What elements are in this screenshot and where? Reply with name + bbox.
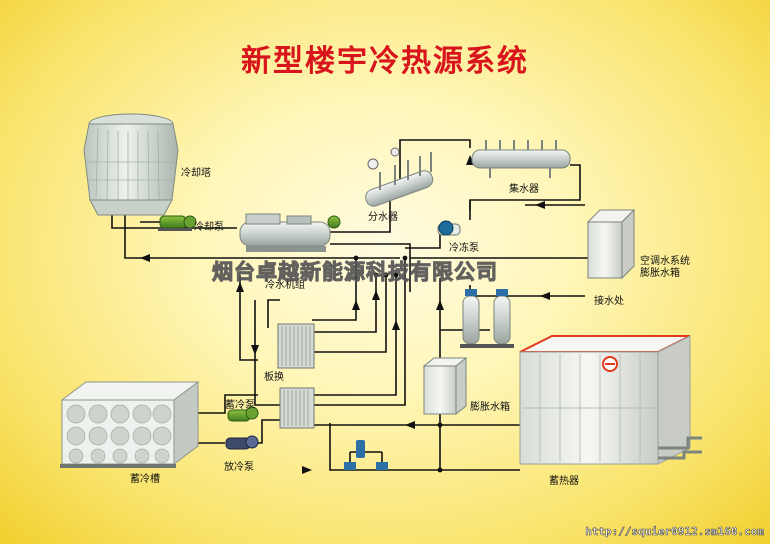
diagram-title: 新型楼宇冷热源系统 bbox=[241, 44, 529, 79]
pipe-pe2-b bbox=[312, 258, 406, 406]
label-water-distributor: 分水器 bbox=[368, 212, 398, 223]
pipe-bottom-return bbox=[329, 423, 520, 471]
pipe-water-inlet bbox=[469, 285, 585, 297]
junction-dot bbox=[437, 467, 443, 473]
pipe-cooling-supply bbox=[124, 215, 400, 259]
distributor-graphic bbox=[365, 147, 434, 207]
arrow-left bbox=[140, 254, 150, 262]
valve-graphic bbox=[344, 440, 388, 470]
label-chiller: 冷水机组 bbox=[265, 280, 305, 291]
label-water-collector: 集水器 bbox=[509, 184, 539, 195]
arrow-up bbox=[436, 300, 444, 310]
pipe-left-chiller bbox=[267, 299, 280, 328]
company-watermark: 烟台卓越新能源科技有限公司 bbox=[212, 260, 498, 285]
water-softener-graphic bbox=[460, 289, 514, 348]
junction-dot bbox=[373, 272, 379, 278]
cold-release-pump-graphic bbox=[225, 435, 259, 450]
pipe-cooling-return bbox=[111, 210, 237, 229]
cold-storage-tank-graphic bbox=[60, 381, 200, 468]
pipe-tank-to-coldpump bbox=[192, 394, 258, 414]
cooling-tower-graphic bbox=[83, 113, 179, 216]
cooling-pump-graphic bbox=[158, 215, 197, 231]
label-expansion-tank: 膨胀水箱 bbox=[470, 402, 510, 413]
junction-dot bbox=[402, 255, 408, 261]
arrow-left bbox=[405, 421, 415, 429]
plate-exchanger-graphic bbox=[277, 323, 315, 429]
chilled-pump-graphic bbox=[437, 220, 461, 236]
junction-dot bbox=[353, 255, 359, 261]
expansion-tank-graphic bbox=[422, 356, 468, 416]
heat-storage-graphic bbox=[519, 335, 702, 465]
pipe-to-collector bbox=[399, 139, 471, 195]
arrow-up bbox=[392, 320, 400, 330]
flow-arrows bbox=[140, 155, 550, 474]
chiller-graphic bbox=[239, 213, 341, 252]
source-credit: http://squier0912.sm160.com bbox=[585, 525, 764, 539]
pipe-pe1-c bbox=[312, 275, 387, 353]
label-cooling-pump: 冷却泵 bbox=[194, 222, 224, 233]
pipe-left-down bbox=[239, 275, 258, 361]
ac-expansion-tank-graphic bbox=[586, 208, 636, 280]
arrow-up bbox=[372, 290, 380, 300]
pipe-release-to-pe bbox=[258, 419, 282, 444]
label-cold-release-pump: 放冷泵 bbox=[224, 462, 254, 473]
pipe-chiller-out bbox=[330, 200, 391, 233]
arrow-up bbox=[352, 300, 360, 310]
arrow-up bbox=[236, 282, 244, 292]
arrow-right bbox=[302, 466, 312, 474]
pipe-junctions bbox=[353, 255, 443, 473]
label-cooling-tower: 冷却塔 bbox=[181, 168, 211, 179]
label-ac-expansion-tank-line2: 膨胀水箱 bbox=[640, 268, 680, 279]
pipe-pe1-a bbox=[312, 258, 357, 321]
label-chilled-pump: 冷冻泵 bbox=[449, 243, 479, 254]
collector-graphic bbox=[471, 140, 571, 178]
arrow-left bbox=[535, 201, 545, 209]
pipe-chiller-in bbox=[330, 243, 411, 292]
arrow-left bbox=[540, 292, 550, 300]
pipe-pe2-a bbox=[312, 275, 397, 396]
junction-dot bbox=[437, 422, 443, 428]
label-water-inlet: 接水处 bbox=[594, 296, 624, 307]
label-cold-storage-tank: 蓄冷槽 bbox=[130, 474, 160, 485]
label-plate-exchanger: 板换 bbox=[264, 372, 284, 383]
cold-storage-pump-graphic bbox=[227, 406, 259, 422]
label-cold-storage-pump: 蓄冷泵 bbox=[225, 400, 255, 411]
label-heat-storage: 蓄热器 bbox=[549, 476, 579, 487]
arrow-down bbox=[251, 345, 259, 355]
label-ac-expansion-tank-line1: 空调水系统 bbox=[640, 256, 690, 267]
junction-dot bbox=[383, 272, 389, 278]
junction-dot bbox=[393, 272, 399, 278]
